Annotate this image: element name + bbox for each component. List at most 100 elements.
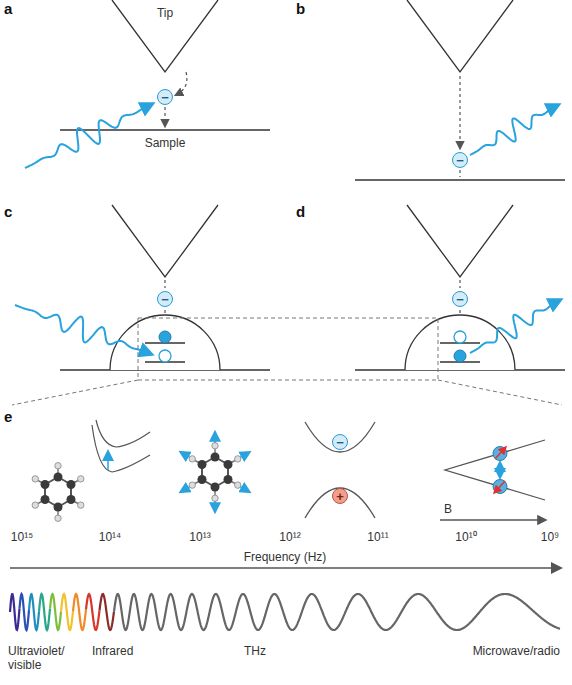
- carbon-atom: [54, 503, 63, 512]
- electron-circle: −: [332, 434, 348, 450]
- tip: [112, 0, 218, 72]
- light-pulse: [470, 300, 560, 353]
- spectrum-wave: [114, 594, 560, 630]
- electron-circle: −: [157, 291, 173, 307]
- spectrum-wave: [86, 594, 100, 630]
- electron-circle: −: [452, 291, 468, 307]
- carbon-atom: [66, 495, 75, 504]
- sample-line: [60, 129, 270, 130]
- spin-arrow: [495, 481, 505, 492]
- hydrogen-atom: [235, 456, 241, 462]
- tips: [112, 0, 513, 277]
- carbon-atom: [223, 475, 232, 484]
- hydrogen-atom: [212, 495, 218, 501]
- band-label: Microwave/radio: [473, 644, 560, 658]
- flip-arrow: [499, 463, 501, 477]
- spectrum-wave: [29, 594, 39, 630]
- band-label: THz: [244, 644, 266, 658]
- spectrum-wave: [73, 594, 86, 630]
- carbon-atom: [41, 495, 50, 504]
- hydrogen-atom: [189, 456, 195, 462]
- charge-sign: −: [161, 91, 169, 104]
- hydrogen-atom: [78, 502, 84, 508]
- dashed-arrow: [164, 107, 165, 126]
- vibration-arrow: [214, 433, 216, 443]
- tip: [407, 0, 513, 72]
- hydrogen-atom: [212, 443, 218, 449]
- carbon-atom: [54, 473, 63, 482]
- charge-sign: +: [336, 490, 344, 503]
- dashed-line: [459, 170, 460, 177]
- vibration-arrow: [181, 452, 190, 457]
- panel-letter: e: [4, 410, 12, 424]
- band-label: Ultraviolet/ visible: [8, 644, 80, 672]
- axis-tick: 10¹⁵: [11, 530, 33, 544]
- potential-curves: [92, 420, 150, 472]
- panel-letter: d: [296, 205, 305, 219]
- dashed-line: [164, 280, 165, 288]
- axis-tick: 10¹⁴: [99, 530, 122, 544]
- spectrum-wave: [20, 594, 30, 630]
- dashed-line: [459, 280, 460, 288]
- hydrogen-atom: [55, 515, 61, 521]
- light-pulse: [15, 305, 151, 354]
- band: [305, 422, 375, 452]
- carbon-atom: [198, 460, 207, 469]
- carbon-atom: [198, 475, 207, 484]
- vibration-arrow: [181, 487, 190, 492]
- zeeman: [440, 440, 545, 520]
- filled-state: [454, 350, 466, 362]
- carbon-atom: [211, 453, 220, 462]
- zoom-box: [138, 318, 438, 380]
- hydrogen-atom: [78, 476, 84, 482]
- electron-paths: [165, 72, 460, 325]
- hydrogen-atom: [189, 482, 195, 488]
- panel-letter: c: [4, 205, 12, 219]
- dome: [405, 315, 515, 370]
- drawn-parts: [10, 104, 560, 630]
- charge-sign: −: [161, 293, 169, 306]
- axis-tick: 10¹¹: [367, 530, 388, 544]
- electron-circle: −: [452, 152, 468, 168]
- carbon-atom: [66, 480, 75, 489]
- empty-state: [159, 350, 171, 362]
- spectrum-wave: [39, 594, 50, 630]
- spectrum-wave: [50, 594, 61, 630]
- empty-state: [454, 331, 466, 343]
- hydrogen-atom: [55, 463, 61, 469]
- carbon-atom: [211, 483, 220, 492]
- part-label: Tip: [157, 6, 173, 20]
- axis-tick: 10¹³: [189, 530, 210, 544]
- tip: [407, 205, 513, 277]
- axis-tick: 10¹²: [279, 530, 300, 544]
- zeeman-lines: [445, 440, 545, 500]
- band: [305, 488, 375, 518]
- dashed-arrow: [176, 72, 187, 95]
- spin: [493, 480, 507, 494]
- electron-circle: −: [157, 89, 173, 105]
- hydrogen-atom: [32, 476, 38, 482]
- axis-title: Frequency (Hz): [244, 550, 327, 564]
- vibration-arrow: [214, 501, 216, 511]
- axis-tick: 10⁹: [541, 530, 560, 544]
- carbon-atom: [41, 480, 50, 489]
- spin: [493, 447, 507, 461]
- field-arrow: [440, 519, 545, 520]
- spectrum-wave: [10, 594, 20, 630]
- dome: [110, 315, 220, 370]
- charge-sign: −: [456, 293, 464, 306]
- zoom-line: [438, 380, 562, 405]
- frequency-axis: [10, 567, 560, 569]
- panel-letter: b: [296, 2, 305, 16]
- charge-sign: −: [456, 154, 464, 167]
- potential-curve: [92, 425, 150, 472]
- charge-sign: −: [336, 436, 344, 449]
- part-label: Sample: [145, 136, 186, 150]
- light-pulse: [470, 105, 558, 155]
- vibration-arrow: [240, 452, 249, 457]
- zoom-line: [12, 380, 138, 405]
- axis-tick: 10¹⁰: [455, 530, 476, 544]
- dashed-arrow: [459, 76, 460, 148]
